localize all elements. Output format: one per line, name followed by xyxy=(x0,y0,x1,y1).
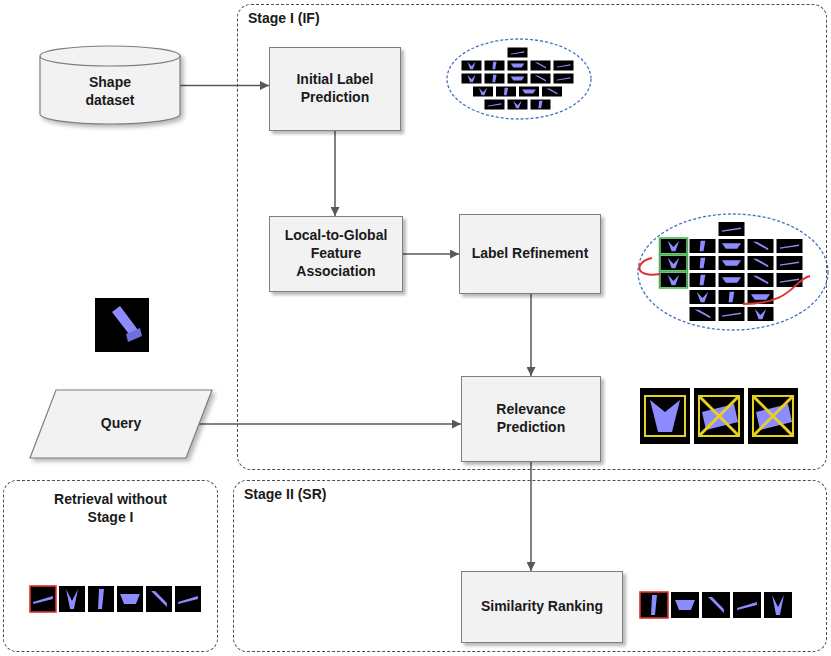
flow-arrow xyxy=(530,294,532,376)
node-label: Shape dataset xyxy=(74,74,146,110)
stage-region: Stage I (IF) Initial Label PredictionLoca… xyxy=(237,4,827,470)
flow-arrow xyxy=(403,253,459,255)
relevance-images xyxy=(640,388,798,444)
process-box: Local-to-Global Feature Association xyxy=(269,216,403,292)
flow-arrow xyxy=(199,423,461,425)
node-label: Similarity Ranking xyxy=(481,598,603,616)
stage-region: Stage II (SR) Similarity Ranking xyxy=(233,480,827,652)
input-parallelogram: Query xyxy=(30,390,212,458)
flow-arrow xyxy=(334,131,336,216)
label-cluster xyxy=(638,214,828,330)
dataset-cylinder: Shape dataset xyxy=(40,46,180,124)
node-label: Relevance Prediction xyxy=(481,401,581,437)
region-title: Stage I (IF) xyxy=(248,10,320,28)
process-box: Initial Label Prediction xyxy=(269,47,401,131)
label-cluster xyxy=(447,39,591,119)
baseline-region: Retrieval without Stage I xyxy=(3,480,218,652)
process-box: Relevance Prediction xyxy=(461,376,601,462)
flow-arrow xyxy=(530,462,532,571)
baseline-results xyxy=(30,586,201,612)
region-title: Stage II (SR) xyxy=(244,486,326,504)
node-label: Initial Label Prediction xyxy=(280,71,390,107)
node-label: Local-to-Global Feature Association xyxy=(280,227,392,281)
ranked-results xyxy=(640,592,792,618)
process-box: Similarity Ranking xyxy=(461,571,623,643)
query-image xyxy=(95,298,149,352)
region-title: Retrieval without Stage I xyxy=(46,491,176,527)
process-box: Label Refinement xyxy=(459,214,601,294)
flow-arrow xyxy=(180,85,269,87)
node-label: Label Refinement xyxy=(472,245,589,263)
node-label: Query xyxy=(101,415,141,433)
